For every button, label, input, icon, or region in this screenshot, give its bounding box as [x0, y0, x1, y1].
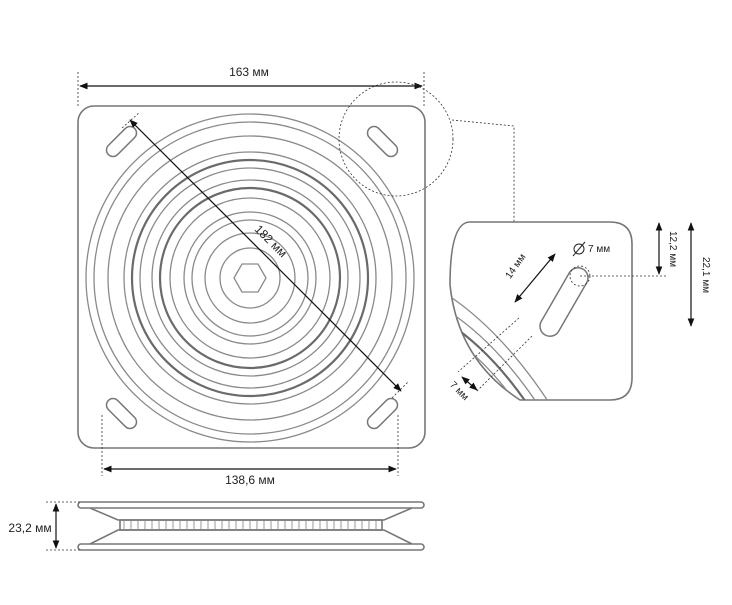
- diagonal-dimension-line: [129, 119, 402, 392]
- side-upper-flange: [89, 507, 413, 521]
- hole-spacing-dimension-label: 138,6 мм: [225, 473, 275, 487]
- side-bearing-ticks: [123, 521, 377, 529]
- detail-view: 14 мм 7 мм 7 мм 12,2 мм 22,1 мм: [447, 119, 711, 403]
- side-view: 23,2 мм: [8, 501, 425, 551]
- mounting-slot-bottom-left: [105, 397, 138, 430]
- hole-diameter-label: 7 мм: [588, 244, 610, 255]
- mounting-slot-top-right: [366, 125, 399, 158]
- mounting-slot-bottom-right: [366, 397, 399, 430]
- detail-callout-circle: [338, 81, 454, 197]
- diameter-icon: [572, 241, 586, 257]
- side-top-plate: [77, 501, 425, 509]
- callout-leader-line: [451, 119, 515, 222]
- width-dimension-label: 163 мм: [229, 65, 269, 79]
- slot-total-dimension-label: 22,1 мм: [700, 257, 711, 293]
- base-plate: [77, 105, 426, 449]
- hex-socket-icon: [233, 263, 267, 293]
- slot-offset-dimension-label: 12,2 мм: [667, 231, 678, 267]
- top-view: 163 мм 182 мм 138,6 мм: [77, 65, 454, 487]
- diagonal-dimension-label: 182 мм: [252, 222, 290, 260]
- slot-length-dimension-line: [514, 253, 556, 303]
- concentric-rings: [85, 113, 415, 443]
- detail-frame: [449, 221, 633, 401]
- side-bottom-plate: [77, 543, 425, 551]
- slot-width-dimension-label: 7 мм: [447, 380, 470, 403]
- slot-length-dimension-label: 14 мм: [504, 252, 529, 281]
- slot-width-dimension-line: [461, 376, 478, 391]
- side-lower-flange: [89, 529, 413, 545]
- detail-slot: [539, 267, 589, 337]
- mounting-slot-top-left: [105, 125, 138, 158]
- height-dimension-label: 23,2 мм: [8, 521, 51, 535]
